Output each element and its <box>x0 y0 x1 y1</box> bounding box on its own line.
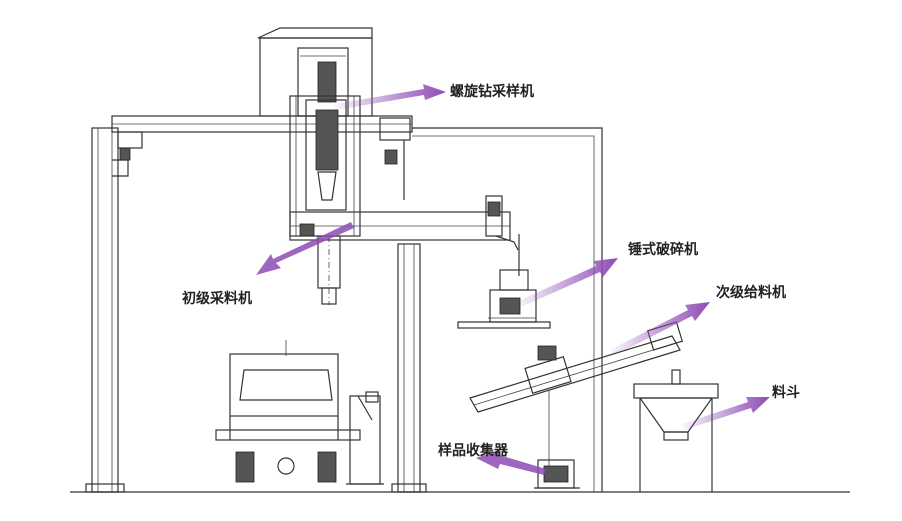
arrow-secondary-feeder <box>610 302 710 356</box>
primary-arm <box>289 195 519 251</box>
center-column <box>391 243 427 493</box>
hopper <box>633 369 719 492</box>
label-spiral-drill-sampler: 螺旋钻采样机 <box>450 84 534 100</box>
arrow-sample-collector <box>476 450 546 475</box>
hammer-crusher <box>457 234 551 329</box>
pointer-arrows <box>256 84 770 475</box>
arrow-spiral-drill-sampler <box>334 84 446 110</box>
drill-housing <box>257 27 373 117</box>
label-hopper: 料斗 <box>772 385 800 401</box>
arrow-primary-sampler <box>256 222 354 275</box>
gantry-beam <box>111 115 413 200</box>
truck <box>215 340 384 485</box>
label-primary-sampler: 初级采料机 <box>182 291 252 307</box>
arrow-hopper <box>682 397 770 430</box>
label-sample-collector: 样品收集器 <box>438 443 508 459</box>
label-hammer-crusher: 锤式破碎机 <box>628 242 698 258</box>
label-secondary-feeder: 次级给料机 <box>716 285 786 301</box>
sample-collector <box>534 459 580 489</box>
right-frame <box>412 127 603 492</box>
drill-mast <box>289 95 361 305</box>
arrow-hammer-crusher <box>518 258 618 307</box>
left-column <box>85 127 129 493</box>
